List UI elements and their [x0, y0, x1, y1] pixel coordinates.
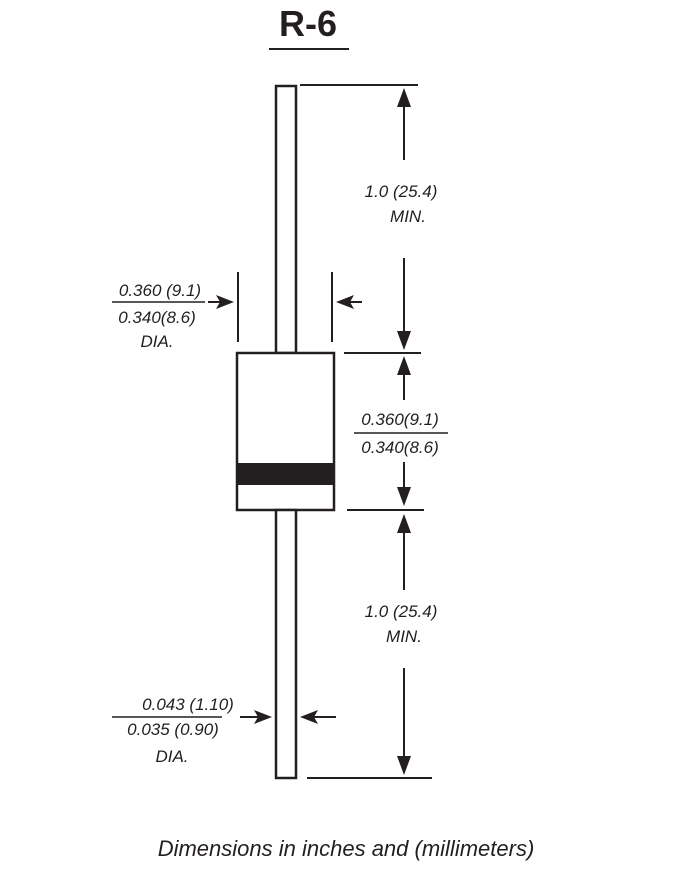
top-lead-length-value: 1.0 (25.4) — [365, 182, 438, 201]
arrow-up-icon — [397, 356, 411, 375]
arrow-up-icon — [397, 88, 411, 107]
lead-diameter-max: 0.043 (1.10) — [142, 695, 234, 714]
lead-diameter-min: 0.035 (0.90) — [127, 720, 219, 739]
arrow-right-icon — [254, 710, 272, 724]
body-diameter-dimension: 0.360 (9.1) 0.340(8.6) DIA. — [112, 272, 362, 351]
bottom-lead-length-note: MIN. — [386, 627, 422, 646]
arrow-right-icon — [216, 295, 234, 309]
arrow-left-icon — [336, 295, 354, 309]
bottom-lead — [274, 508, 298, 780]
body-length-min: 0.340(8.6) — [361, 438, 439, 457]
body-diameter-min: 0.340(8.6) — [118, 308, 196, 327]
top-lead-length-note: MIN. — [390, 207, 426, 226]
bottom-lead-length-value: 1.0 (25.4) — [365, 602, 438, 621]
body-length-max: 0.360(9.1) — [361, 410, 439, 429]
arrow-left-icon — [300, 710, 318, 724]
cathode-band — [237, 463, 334, 485]
lead-diameter-dimension: 0.043 (1.10) 0.035 (0.90) DIA. — [112, 695, 336, 766]
package-title: R-6 — [279, 3, 337, 44]
body-diameter-max: 0.360 (9.1) — [119, 281, 201, 300]
lead-diameter-note: DIA. — [155, 747, 188, 766]
arrow-up-icon — [397, 514, 411, 533]
bottom-lead-length-dimension: 1.0 (25.4) MIN. — [307, 514, 438, 779]
body-length-dimension: 0.360(9.1) 0.340(8.6) — [344, 352, 448, 511]
top-lead-length-dimension: 1.0 (25.4) MIN. — [300, 84, 438, 350]
arrow-down-icon — [397, 331, 411, 350]
top-lead — [274, 84, 298, 355]
arrow-down-icon — [397, 756, 411, 775]
arrow-down-icon — [397, 487, 411, 506]
body-diameter-note: DIA. — [140, 332, 173, 351]
diode-body — [235, 351, 336, 512]
units-caption: Dimensions in inches and (millimeters) — [158, 836, 535, 861]
